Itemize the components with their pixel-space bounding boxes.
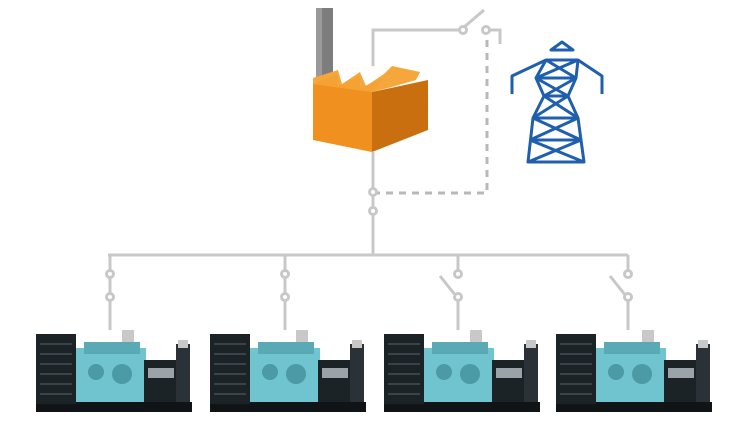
generator-3 [384,330,540,412]
grid-backup-dashed-line [376,40,489,195]
gen-4-switch[interactable] [608,269,633,302]
gen-1-switch[interactable] [105,269,115,302]
factory-icon [313,8,428,152]
diesel-generator-icon [36,330,192,412]
grid-feed-line [371,28,502,66]
transmission-tower-icon [510,40,604,164]
wiring [108,28,630,330]
generator-2 [210,330,366,412]
grid-switch[interactable] [458,8,491,35]
gen-3-switch[interactable] [438,269,463,302]
gen-2-switch[interactable] [280,269,290,302]
diesel-generator-icon [210,330,366,412]
diesel-generator-icon [384,330,540,412]
generator-4 [556,330,712,412]
main-bus-switch[interactable] [368,187,378,216]
diesel-generator-icon [556,330,712,412]
generator-1 [36,330,192,412]
